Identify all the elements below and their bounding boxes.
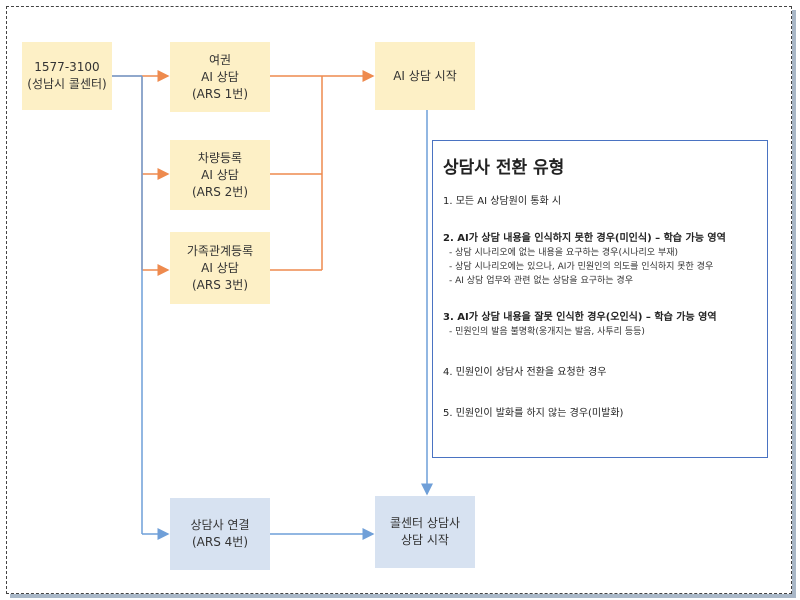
node-ars2-line3: (ARS 2번): [191, 184, 249, 199]
panel-item-5: 5. 민원인이 발화를 하지 않는 경우(미발화): [443, 408, 624, 419]
diagram-frame: [6, 6, 792, 594]
node-ars2-line2: AI 상담: [201, 167, 239, 182]
node-ai-start-line1: AI 상담 시작: [393, 68, 457, 83]
node-ars1-line1: 여권: [208, 52, 232, 67]
frame-shadow-right: [792, 10, 796, 596]
panel-item-2-heading: 2. AI가 상담 내용을 인식하지 못한 경우(미인식) – 학습 가능 영역: [443, 233, 726, 244]
node-ars3-line3: (ARS 3번): [191, 277, 249, 292]
transfer-types-panel: 상담사 전환 유형 1. 모든 AI 상담원이 통화 시 2. AI가 상담 내…: [432, 140, 768, 458]
node-ars4: 상담사 연결 (ARS 4번): [170, 498, 270, 570]
panel-item-2-sub-3: - AI 상담 업무와 관련 없는 상담을 요구하는 경우: [449, 276, 633, 286]
panel-item-3-heading: 3. AI가 상담 내용을 잘못 인식한 경우(오인식) – 학습 가능 영역: [443, 312, 717, 323]
panel-title: 상담사 전환 유형: [443, 158, 565, 178]
node-call-center-line2: (성남시 콜센터): [27, 77, 107, 91]
panel-item-4: 4. 민원인이 상담사 전환을 요청한 경우: [443, 367, 607, 378]
panel-item-3-sub-1: - 민원인의 발음 불명확(웅개지는 발음, 사투리 등등): [449, 327, 645, 337]
panel-item-2-sub-1: - 상담 시나리오에 없는 내용을 요구하는 경우(시나리오 부재): [449, 248, 679, 258]
node-ars4-line2: (ARS 4번): [191, 535, 249, 549]
node-callcenter-agent: 콜센터 상담사 상담 시작: [375, 496, 475, 568]
node-ars3-line1: 가족관계등록: [186, 243, 254, 258]
node-ars2-line1: 차량등록: [197, 150, 243, 165]
node-call-center: 1577-3100 (성남시 콜센터): [22, 42, 112, 110]
node-ars3-line2: AI 상담: [201, 260, 239, 275]
node-callcenter-agent-line1: 콜센터 상담사: [389, 516, 461, 530]
panel-item-1: 1. 모든 AI 상담원이 통화 시: [443, 196, 562, 207]
frame-shadow-bottom: [10, 594, 796, 598]
node-ars2: 차량등록 AI 상담 (ARS 2번): [170, 140, 270, 210]
node-ars4-line1: 상담사 연결: [190, 518, 250, 532]
node-ai-start: AI 상담 시작: [375, 42, 475, 110]
node-ars1-line2: AI 상담: [201, 69, 239, 84]
node-ars1: 여권 AI 상담 (ARS 1번): [170, 42, 270, 112]
node-ars1-line3: (ARS 1번): [191, 86, 249, 101]
node-callcenter-agent-line2: 상담 시작: [401, 533, 449, 547]
panel-item-2-sub-2: - 상담 시나리오에는 있으나, AI가 민원인의 의도를 인식하지 못한 경우: [449, 262, 714, 272]
node-call-center-line1: 1577-3100: [34, 60, 100, 74]
node-ars3: 가족관계등록 AI 상담 (ARS 3번): [170, 232, 270, 304]
